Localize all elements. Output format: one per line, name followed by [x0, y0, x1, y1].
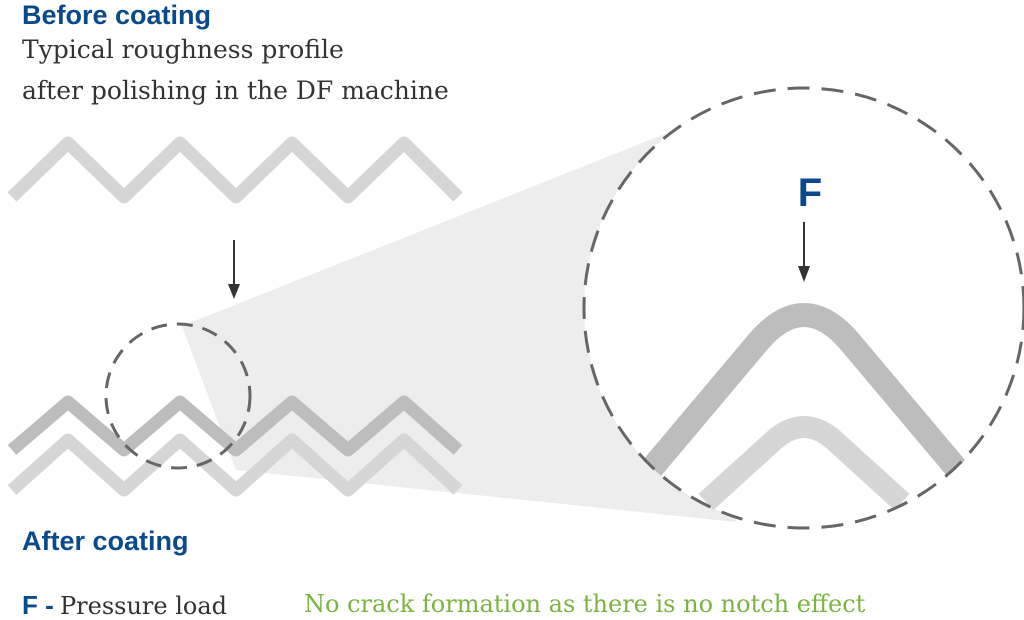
zoom-circle-outline [582, 86, 1024, 530]
transition-arrow-head [228, 284, 240, 299]
after-coating-title: After coating [22, 526, 189, 556]
legend: F - Pressure load [22, 592, 227, 619]
legend-symbol: F - [22, 590, 54, 620]
result-note: No crack formation as there is no notch … [304, 590, 866, 618]
detail-circle-small [104, 322, 252, 470]
subtitle-line-1: Typical roughness profile [22, 35, 344, 64]
force-label: F [798, 171, 822, 215]
subtitle-line-2: after polishing in the DF machine [22, 76, 449, 105]
profile-before [7, 136, 463, 204]
legend-text: Pressure load [60, 592, 228, 620]
profile-substrate [7, 433, 463, 497]
zoomed-coating-peak [642, 303, 966, 476]
zoomed-substrate-peak [698, 416, 910, 511]
before-coating-title: Before coating [22, 0, 212, 30]
profile-coating [7, 395, 463, 457]
force-arrow-head [798, 266, 810, 282]
